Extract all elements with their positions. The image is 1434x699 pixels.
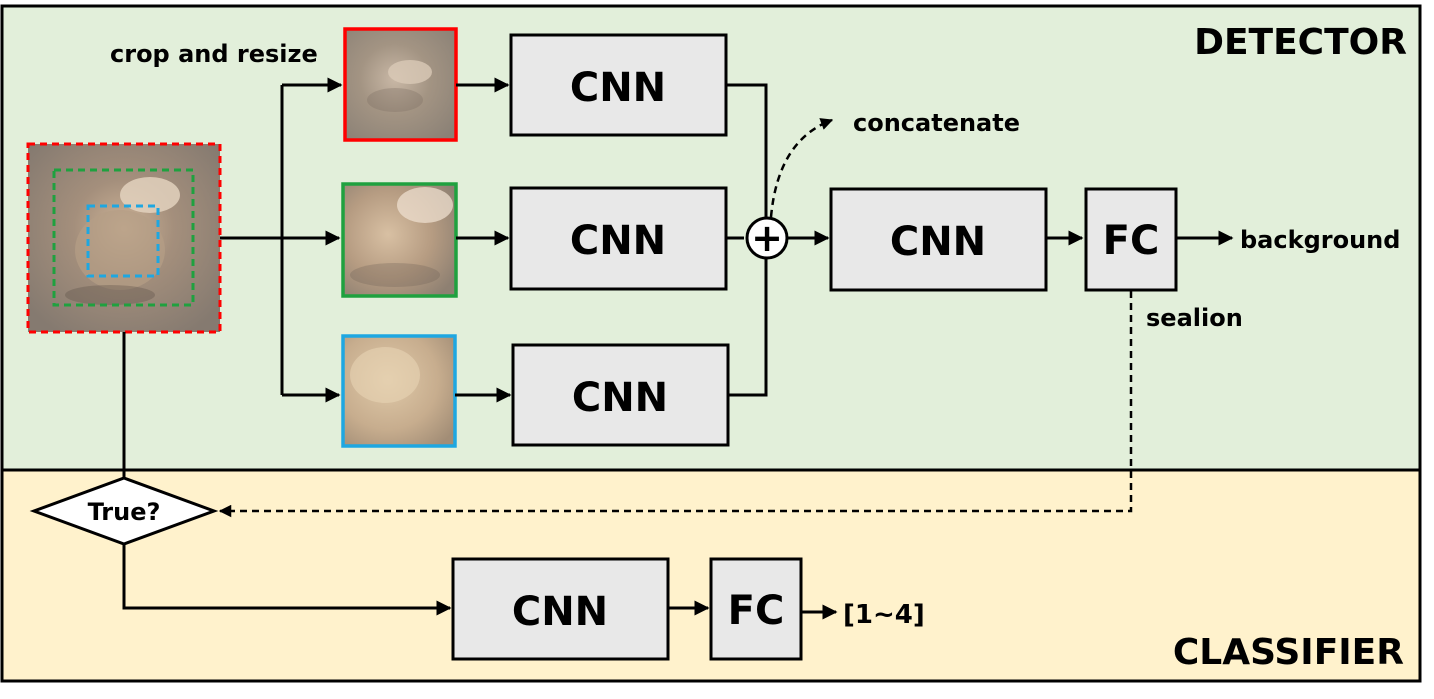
concatenate-node [745,216,789,260]
cnn-mid-label: CNN [570,218,666,264]
detector-title: DETECTOR [1194,22,1407,63]
classifier-fc-box [709,557,803,661]
cnn-top-label: CNN [570,65,666,111]
plus-symbol: + [751,216,783,260]
classifier-title: CLASSIFIER [1173,632,1404,673]
classifier-output-label: [1~4] [843,600,925,630]
cnn-merge-box [829,187,1048,292]
decision-label: True? [88,498,161,526]
sealion-label: sealion [1146,304,1243,332]
cnn-mid-box [509,186,728,291]
classifier-fc-label: FC [728,588,785,634]
crop-blue-thumbnail [341,334,457,448]
classifier-cnn-label: CNN [512,589,608,635]
cnn-bot-label: CNN [572,375,668,421]
detector-fc-label: FC [1103,218,1160,264]
cnn-top-box [509,33,728,137]
crop-green-thumbnail [341,182,458,298]
crop-red-thumbnail [343,27,458,142]
crop-resize-label: crop and resize [110,40,318,68]
concatenate-label: concatenate [853,109,1020,137]
background-label: background [1240,226,1400,254]
cnn-merge-label: CNN [890,219,986,265]
classifier-cnn-box [451,557,670,661]
cnn-bot-box [511,343,730,447]
source-image [26,142,222,334]
